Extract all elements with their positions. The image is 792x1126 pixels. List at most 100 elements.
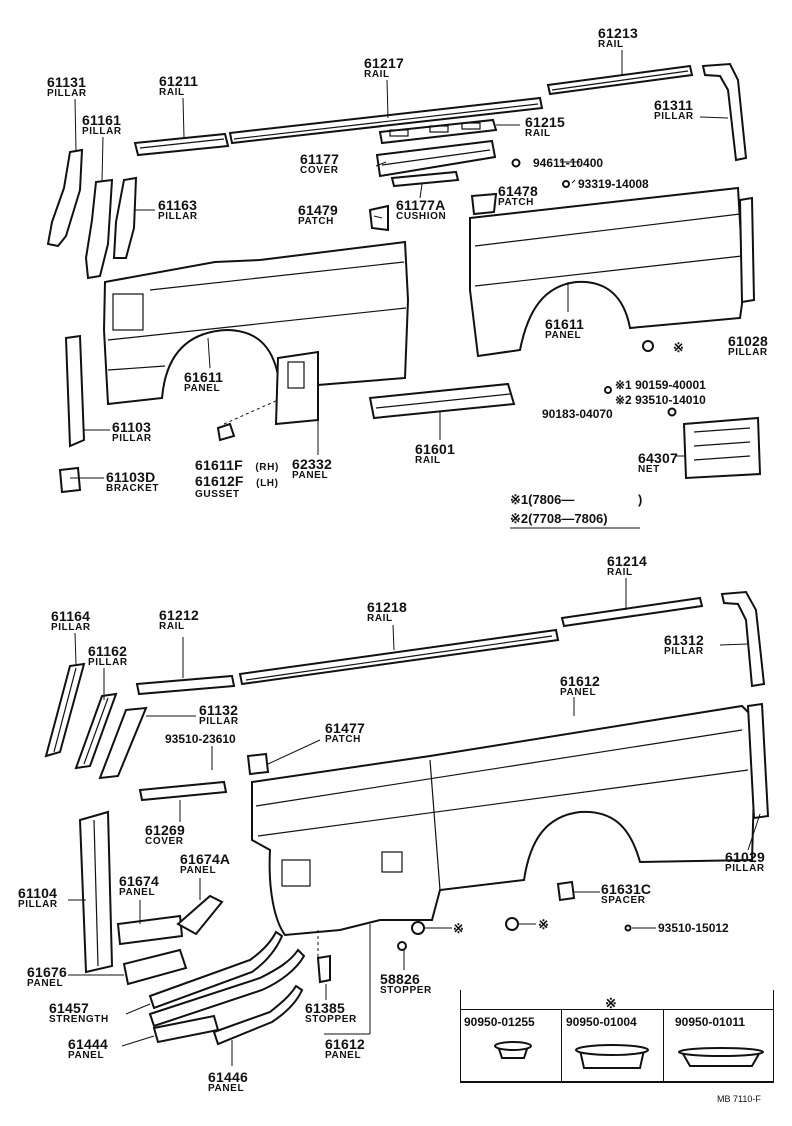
legend-note-1: ※1(7806— ) (510, 492, 642, 508)
part-name: PILLAR (725, 863, 765, 874)
pillar-61104-shape (78, 810, 114, 974)
panel-61611-right-shape (469, 186, 746, 358)
part-number: 61612 (560, 673, 600, 689)
part-name: CUSHION (396, 211, 447, 222)
legend-1-text: ※1(7806— (510, 492, 575, 507)
stopper-61385-shape (316, 954, 331, 984)
side-rh: (RH) (255, 462, 279, 473)
label-61177: 61177 COVER (300, 152, 339, 176)
label-61477: 61477 PATCH (325, 721, 365, 745)
part-number: 61212 (159, 607, 199, 623)
label-61161: 61161 PILLAR (82, 113, 122, 137)
label-61601: 61601 RAIL (415, 442, 455, 466)
part-number: 61028 (728, 333, 768, 349)
label-61674A: 61674A PANEL (180, 852, 230, 876)
label-90159-40001: ※1 90159-40001 (615, 378, 706, 392)
asterisk-mark: ※ (538, 917, 549, 932)
part-name: PANEL (292, 470, 329, 481)
label-61104: 61104 PILLAR (18, 886, 58, 910)
pillar-61163-shape (112, 176, 138, 259)
pillar-61132-shape (98, 706, 148, 780)
label-61269: 61269 COVER (145, 823, 185, 847)
label-61446: 61446 PANEL (208, 1070, 248, 1094)
net-64307-shape (682, 416, 762, 480)
part-name: PANEL (27, 978, 64, 989)
label-61311: 61311 PILLAR (654, 98, 694, 122)
label-61479: 61479 PATCH (298, 203, 338, 227)
part-number: 61177A (396, 197, 446, 213)
gusset-61611F-shape (216, 422, 236, 442)
part-name: PILLAR (88, 657, 128, 668)
label-61444: 61444 PANEL (68, 1037, 108, 1061)
part-name: RAIL (415, 455, 441, 466)
label-93510-23610: 93510-23610 (165, 732, 236, 746)
part-number: 61631C (601, 881, 652, 897)
part-number: 64307 (638, 450, 678, 466)
asterisk-mark: ※ (453, 921, 464, 936)
part-name: PILLAR (112, 433, 152, 444)
part-name: PANEL (119, 887, 156, 898)
part-number: 61674 (119, 873, 159, 889)
part-number: 61217 (364, 55, 404, 71)
label-93510-14010: ※2 93510-14010 (615, 393, 706, 407)
pillar-61312-shape (720, 590, 766, 688)
part-number: 61674A (180, 851, 231, 867)
part-name: COVER (300, 165, 339, 176)
part-number: 61457 (49, 1000, 89, 1016)
pillar-61131-shape (46, 148, 84, 248)
label-94611-10400: 94611-10400 (533, 156, 604, 170)
label-61028: 61028 PILLAR (728, 334, 768, 358)
part-number: 61164 (51, 608, 91, 624)
plug-90950-01011: 90950-01011 (675, 1015, 746, 1029)
part-name: PANEL (180, 865, 217, 876)
part-number: 61611 (545, 316, 585, 332)
plug-box-inner (460, 1009, 774, 1083)
part-name: PANEL (68, 1050, 105, 1061)
part-number: 61312 (664, 632, 704, 648)
part-name: SPACER (601, 895, 646, 906)
label-61132: 61132 PILLAR (199, 703, 239, 727)
label-61478: 61478 PATCH (498, 184, 538, 208)
panel-61612-shape (251, 704, 758, 937)
footer-code: MB 7110-F (717, 1094, 761, 1104)
panel-61676-shape (122, 948, 188, 986)
pillar-61028-shape (738, 196, 756, 304)
part-name: PILLAR (158, 211, 198, 222)
part-name: GUSSET (195, 489, 240, 500)
side-lh: (LH) (256, 478, 279, 489)
part-name: PILLAR (82, 126, 122, 137)
part-number: 61269 (145, 822, 185, 838)
part-name: PILLAR (47, 88, 87, 99)
label-61674: 61674 PANEL (119, 874, 159, 898)
part-name: PANEL (545, 330, 582, 341)
plug-box-divider-1 (561, 1009, 562, 1081)
label-61676: 61676 PANEL (27, 965, 67, 989)
label-61611-left: 61611 PANEL (184, 370, 223, 394)
pillar-61311-shape (701, 62, 748, 162)
part-number: 58826 (380, 971, 420, 987)
part-number: 61601 (415, 441, 455, 457)
label-93319-14008: 93319-14008 (578, 177, 649, 191)
part-name: COVER (145, 836, 184, 847)
panel-61611-left-shape (102, 240, 410, 406)
label-61213: 61213 RAIL (598, 26, 638, 50)
part-number: 61214 (607, 553, 647, 569)
plug-90950-01004: 90950-01004 (566, 1015, 637, 1029)
label-61163: 61163 PILLAR (158, 198, 198, 222)
part-name: STRENGTH (49, 1014, 109, 1025)
label-61217: 61217 RAIL (364, 56, 404, 80)
label-61457: 61457 STRENGTH (49, 1001, 109, 1025)
part-name: RAIL (525, 128, 551, 139)
part-number: 61161 (82, 112, 122, 128)
part-number: 61477 (325, 720, 365, 736)
label-61215: 61215 RAIL (525, 115, 565, 139)
legend-1-close: ) (638, 492, 643, 507)
part-number: 61103 (112, 419, 152, 435)
label-61211: 61211 RAIL (159, 74, 198, 98)
part-number: 61311 (654, 97, 694, 113)
label-61103D: 61103D BRACKET (106, 470, 159, 494)
part-name: PILLAR (728, 347, 768, 358)
part-number: 61444 (68, 1036, 108, 1052)
cover-61269-shape (138, 780, 228, 802)
